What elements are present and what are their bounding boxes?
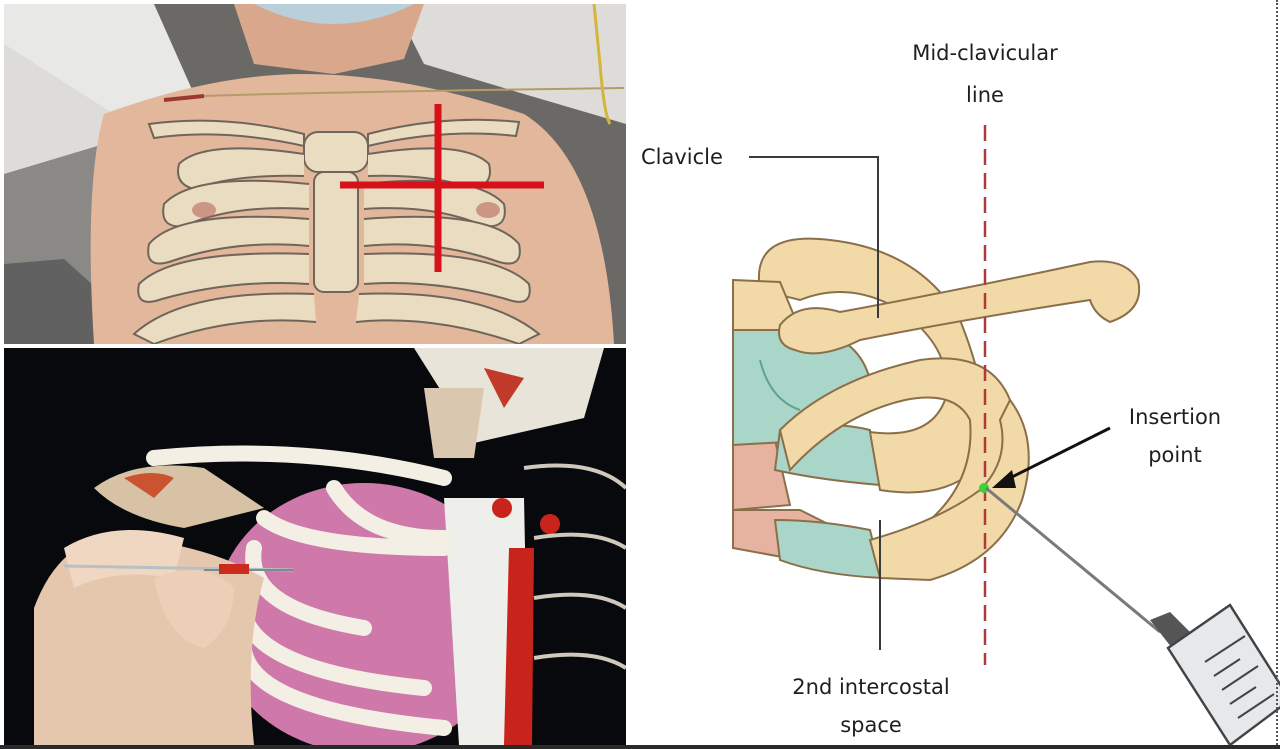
anatomy-diagram-panel	[628, 0, 1280, 749]
insertion-point-label: Insertion point	[1108, 402, 1242, 470]
skeleton-model-photo	[4, 348, 626, 745]
syringe-icon	[986, 488, 1280, 745]
anatomy-diagram	[628, 0, 1280, 749]
intercostal-space-label: 2nd intercostal space	[760, 672, 982, 740]
chest-photo-panel	[4, 4, 626, 344]
skeleton-model-photo-panel	[4, 348, 626, 745]
clavicle-label: Clavicle	[641, 142, 723, 172]
bottom-border	[0, 745, 1280, 749]
mid-clavicular-line-label: Mid-clavicular line	[880, 38, 1090, 110]
landmark-cross	[4, 4, 626, 344]
right-border	[1276, 0, 1278, 749]
